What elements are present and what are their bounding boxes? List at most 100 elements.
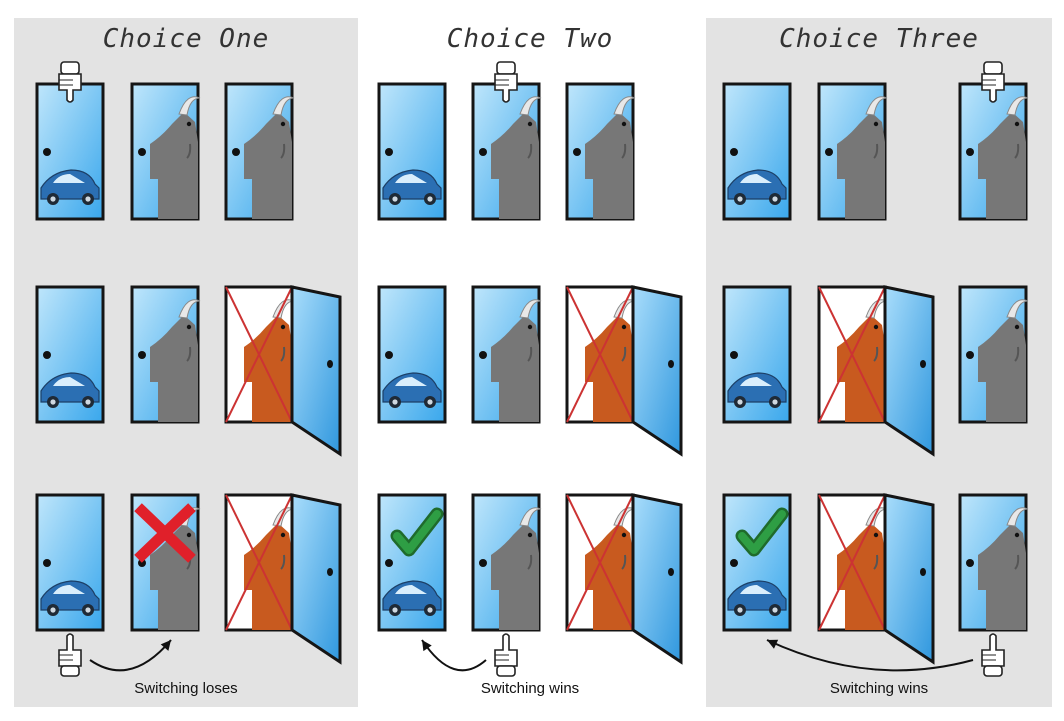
goat-icon (978, 507, 1029, 630)
door-knob (138, 559, 146, 567)
goat-icon (491, 507, 542, 630)
check-mark-icon (735, 507, 789, 557)
door-knob (966, 559, 974, 567)
door-knob (730, 148, 738, 156)
door-closed (471, 493, 542, 632)
door-closed (958, 285, 1029, 424)
door-row (722, 285, 1029, 457)
goat-icon (837, 96, 888, 219)
curved-arrow-icon (89, 639, 172, 672)
check-mark-icon (390, 507, 444, 557)
door-knob (730, 351, 738, 359)
door-row (377, 285, 683, 457)
pointing-hand-icon (981, 61, 1005, 103)
car-icon (727, 580, 787, 616)
door-closed (817, 82, 888, 221)
door-row (722, 493, 1029, 665)
door-knob (138, 351, 146, 359)
door-closed (35, 493, 105, 632)
goat-icon (978, 96, 1029, 219)
door-knob (479, 559, 487, 567)
panel-doors (35, 61, 342, 677)
door-knob (232, 148, 240, 156)
door-knob (385, 351, 393, 359)
door-leaf (631, 493, 683, 665)
door-leaf (883, 493, 935, 665)
door-leaf (631, 285, 683, 457)
car-icon (382, 580, 442, 616)
goat-icon (491, 96, 542, 219)
door-knob (966, 351, 974, 359)
goat-icon (978, 299, 1029, 422)
panel-title: Choice Two (446, 24, 614, 54)
pointing-hand-icon (58, 633, 82, 677)
car-icon (382, 169, 442, 205)
door-knob (825, 148, 833, 156)
door-open (224, 285, 342, 457)
door-closed (958, 82, 1029, 221)
door-leaf (883, 285, 935, 457)
goat-icon (150, 299, 201, 422)
door-open (224, 493, 342, 665)
door-knob (385, 559, 393, 567)
door-leaf (290, 285, 342, 457)
door-row (377, 493, 683, 665)
curved-arrow-icon (421, 639, 487, 672)
door-closed (35, 285, 105, 424)
door-closed (471, 285, 542, 424)
pointing-hand-icon (981, 633, 1005, 677)
goat-icon (491, 299, 542, 422)
door-knob (43, 559, 51, 567)
door-open (565, 285, 683, 457)
panel-doors (722, 61, 1029, 677)
door-row (35, 493, 342, 665)
curved-arrow-icon (766, 639, 974, 672)
door-knob (138, 148, 146, 156)
door-open (817, 493, 935, 665)
door-row (377, 82, 636, 221)
door-knob (385, 148, 393, 156)
panel-doors (377, 61, 683, 677)
panel-caption: Switching wins (480, 680, 580, 697)
pointing-hand-icon (494, 61, 518, 103)
door-closed (722, 285, 792, 424)
car-icon (727, 169, 787, 205)
door-closed (130, 82, 201, 221)
panel-caption: Switching wins (829, 680, 929, 697)
goat-icon (150, 96, 201, 219)
x-mark-icon (134, 503, 196, 563)
door-leaf (290, 493, 342, 665)
door-closed (130, 285, 201, 424)
door-knob (43, 148, 51, 156)
panel-title: Choice One (102, 24, 270, 54)
door-knob (730, 559, 738, 567)
door-closed (958, 493, 1029, 632)
pointing-hand-icon (494, 633, 518, 677)
goat-icon (244, 96, 295, 219)
door-open (565, 493, 683, 665)
door-knob (43, 351, 51, 359)
panel-caption: Switching loses (134, 680, 238, 697)
door-closed (377, 285, 447, 424)
door-closed (565, 82, 636, 221)
car-icon (40, 372, 100, 408)
car-icon (382, 372, 442, 408)
door-closed (224, 82, 295, 221)
door-closed (722, 82, 792, 221)
door-row (35, 82, 295, 221)
door-closed (35, 82, 105, 221)
door-knob (966, 148, 974, 156)
car-icon (40, 580, 100, 616)
door-knob (573, 148, 581, 156)
door-open (817, 285, 935, 457)
door-knob (479, 351, 487, 359)
goat-icon (585, 96, 636, 219)
panel-title: Choice Three (779, 24, 979, 54)
car-icon (40, 169, 100, 205)
door-knob (479, 148, 487, 156)
car-icon (727, 372, 787, 408)
door-closed (471, 82, 542, 221)
door-row (722, 82, 1029, 221)
door-row (35, 285, 342, 457)
